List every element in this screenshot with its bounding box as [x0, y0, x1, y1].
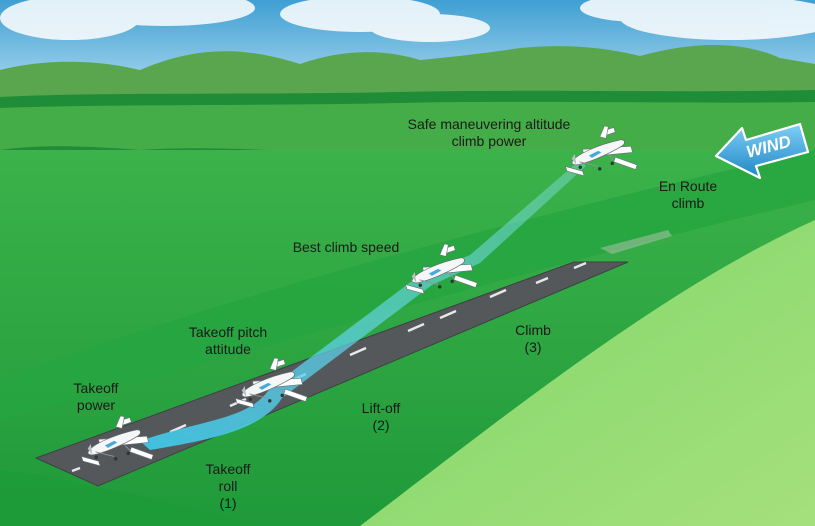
label-takeoff-roll: Takeoff roll (1) [205, 461, 251, 511]
runway-extension [600, 230, 672, 254]
wind-arrow: WIND [714, 122, 810, 180]
label-lift-off: Lift-off (2) [361, 400, 401, 433]
label-en-route-climb: En Route climb [658, 178, 718, 211]
label-climb: Climb (3) [515, 322, 551, 355]
label-best-climb-speed: Best climb speed [292, 239, 400, 255]
label-takeoff-power: Takeoff power [73, 380, 119, 413]
light-field [360, 220, 815, 526]
label-safe-maneuvering: Safe maneuvering altitude climb power [407, 116, 571, 149]
label-takeoff-pitch-attitude: Takeoff pitch attitude [188, 324, 268, 357]
clouds [0, 0, 815, 42]
treeline [0, 90, 815, 108]
foreground-shade [0, 470, 260, 526]
